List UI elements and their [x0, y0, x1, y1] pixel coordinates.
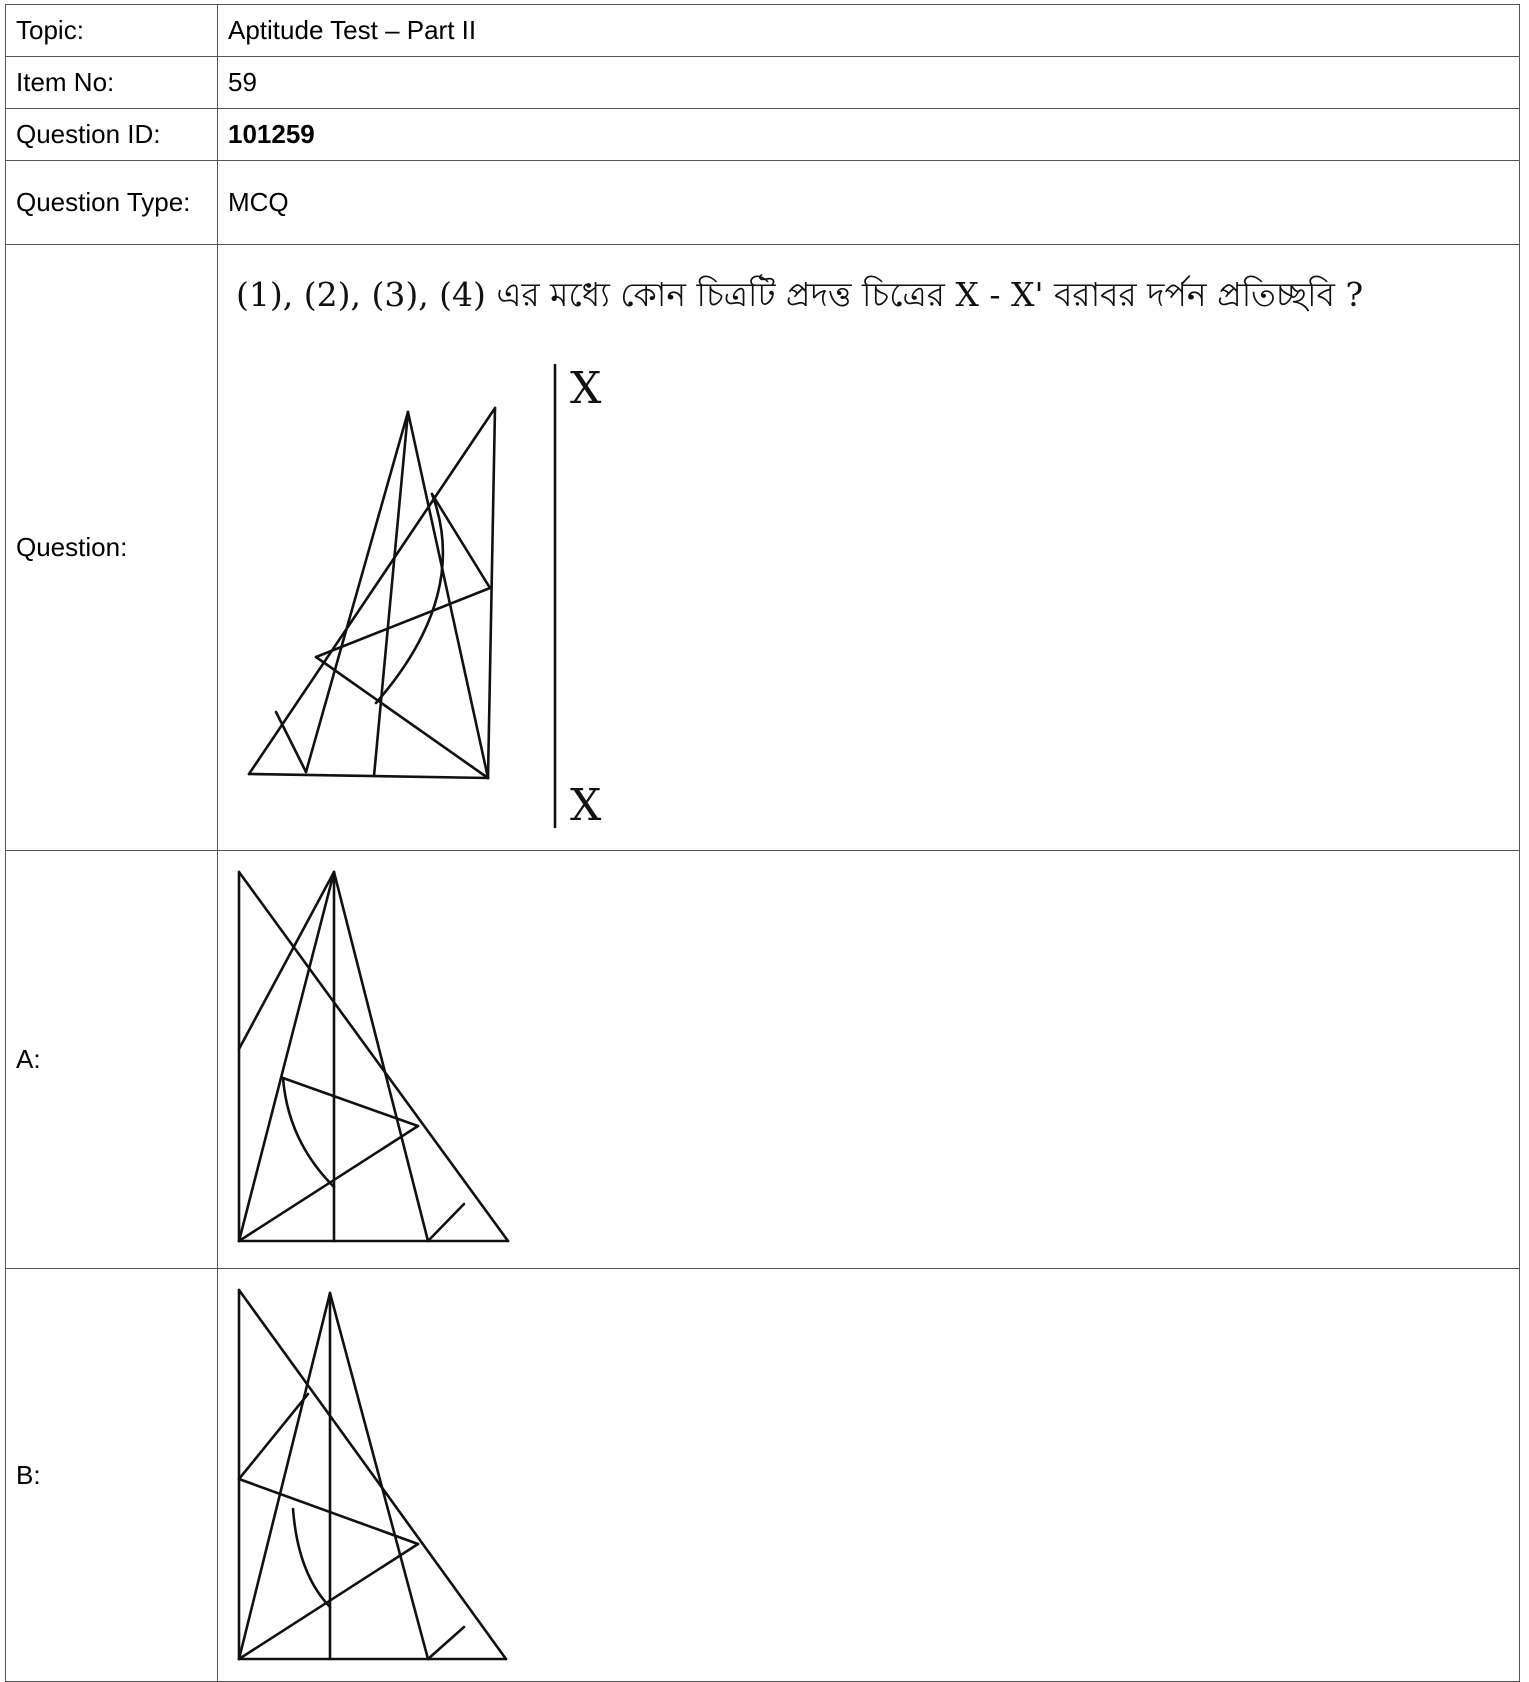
topic-row: Topic: Aptitude Test – Part II — [5, 4, 1520, 57]
question-type-label: Question Type: — [5, 160, 218, 245]
mirror-label-top: X — [570, 363, 602, 414]
item-row: Item No: 59 — [5, 56, 1520, 109]
option-a-cell[interactable] — [217, 850, 1520, 1269]
question-id-row: Question ID: 101259 — [5, 108, 1520, 161]
question-text: (1), (2), (3), (4) এর মধ্যে কোন চিত্রটি … — [236, 275, 1364, 314]
item-label: Item No: — [5, 56, 218, 109]
question-type-value: MCQ — [217, 160, 1520, 245]
item-value: 59 — [217, 56, 1520, 109]
question-cell: (1), (2), (3), (4) এর মধ্যে কোন চিত্রটি … — [217, 244, 1520, 851]
mirror-axis: X X — [553, 363, 602, 831]
question-row: Question: (1), (2), (3), (4) এর মধ্যে কো… — [5, 244, 1520, 851]
question-table: Topic: Aptitude Test – Part II Item No: … — [5, 4, 1520, 1682]
option-b-row[interactable]: B: — [5, 1268, 1520, 1682]
option-b-cell[interactable] — [217, 1268, 1520, 1682]
option-a-row[interactable]: A: — [5, 850, 1520, 1269]
mirror-label-bottom: X — [570, 780, 602, 831]
topic-label: Topic: — [5, 4, 218, 57]
question-id-label: Question ID: — [5, 108, 218, 161]
option-b-figure — [237, 1288, 508, 1661]
topic-value: Aptitude Test – Part II — [217, 4, 1520, 57]
option-a-label: A: — [5, 850, 218, 1269]
option-a-figure — [237, 870, 510, 1243]
question-figure: X X — [247, 363, 602, 831]
option-b-label: B: — [5, 1268, 218, 1682]
question-label: Question: — [5, 244, 218, 851]
question-id-value: 101259 — [217, 108, 1520, 161]
question-type-row: Question Type: MCQ — [5, 160, 1520, 245]
given-triangle-figure — [247, 406, 497, 780]
